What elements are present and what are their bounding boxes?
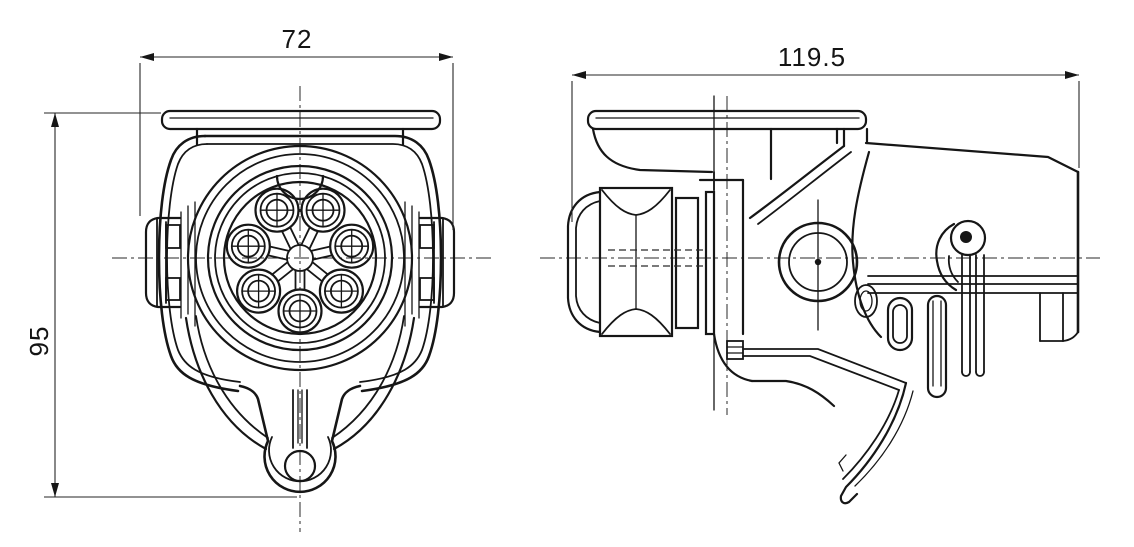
gland-collar: [674, 196, 700, 330]
side-housing: [712, 150, 907, 408]
front-contact-pins: [225, 187, 375, 334]
side-cable-gland: [566, 186, 716, 338]
side-spring-lever: [838, 381, 914, 505]
mounting-hole: [283, 449, 317, 483]
front-left-hinge-tab: [144, 201, 196, 327]
front-body: [157, 134, 443, 393]
pin: [300, 187, 346, 233]
side-stadium-slots: [886, 294, 948, 399]
pin: [318, 268, 364, 314]
side-centerlines: [540, 95, 1100, 415]
side-view: 119.5: [540, 42, 1100, 505]
pin: [277, 288, 323, 334]
gland-nut: [598, 186, 674, 338]
side-flange-plate: [586, 109, 868, 131]
front-view: 72 95: [24, 24, 492, 532]
housing-corner: [712, 332, 754, 383]
keyway-notch: [275, 174, 325, 201]
pin: [225, 223, 271, 269]
dim-label-side-length: 119.5: [778, 42, 846, 72]
pin: [329, 223, 375, 269]
latch-knob: [949, 219, 987, 257]
trumpet-curve: [748, 144, 846, 220]
front-hub-and-spokes: [267, 227, 333, 290]
dimension-side-length: 119.5: [571, 42, 1080, 222]
pin: [254, 187, 300, 233]
front-bail-strap: [184, 315, 416, 451]
side-body-box: [864, 127, 1080, 342]
front-right-hinge-tab: [404, 201, 456, 327]
latch-pivot-dot: [960, 231, 972, 243]
pin: [236, 268, 282, 314]
dim-label-front-width: 72: [282, 24, 313, 54]
dim-label-front-height: 95: [24, 326, 54, 357]
gland-dome-cap: [566, 190, 602, 334]
side-neck: [591, 127, 852, 225]
front-mounting-tab: [238, 384, 362, 494]
dimension-front-width: 72: [139, 24, 454, 230]
housing-fairing: [851, 150, 883, 339]
small-oval-boss: [854, 284, 878, 318]
front-flange-plate: [160, 109, 442, 147]
dimension-front-height: 95: [24, 112, 297, 498]
side-latch: [935, 219, 987, 377]
